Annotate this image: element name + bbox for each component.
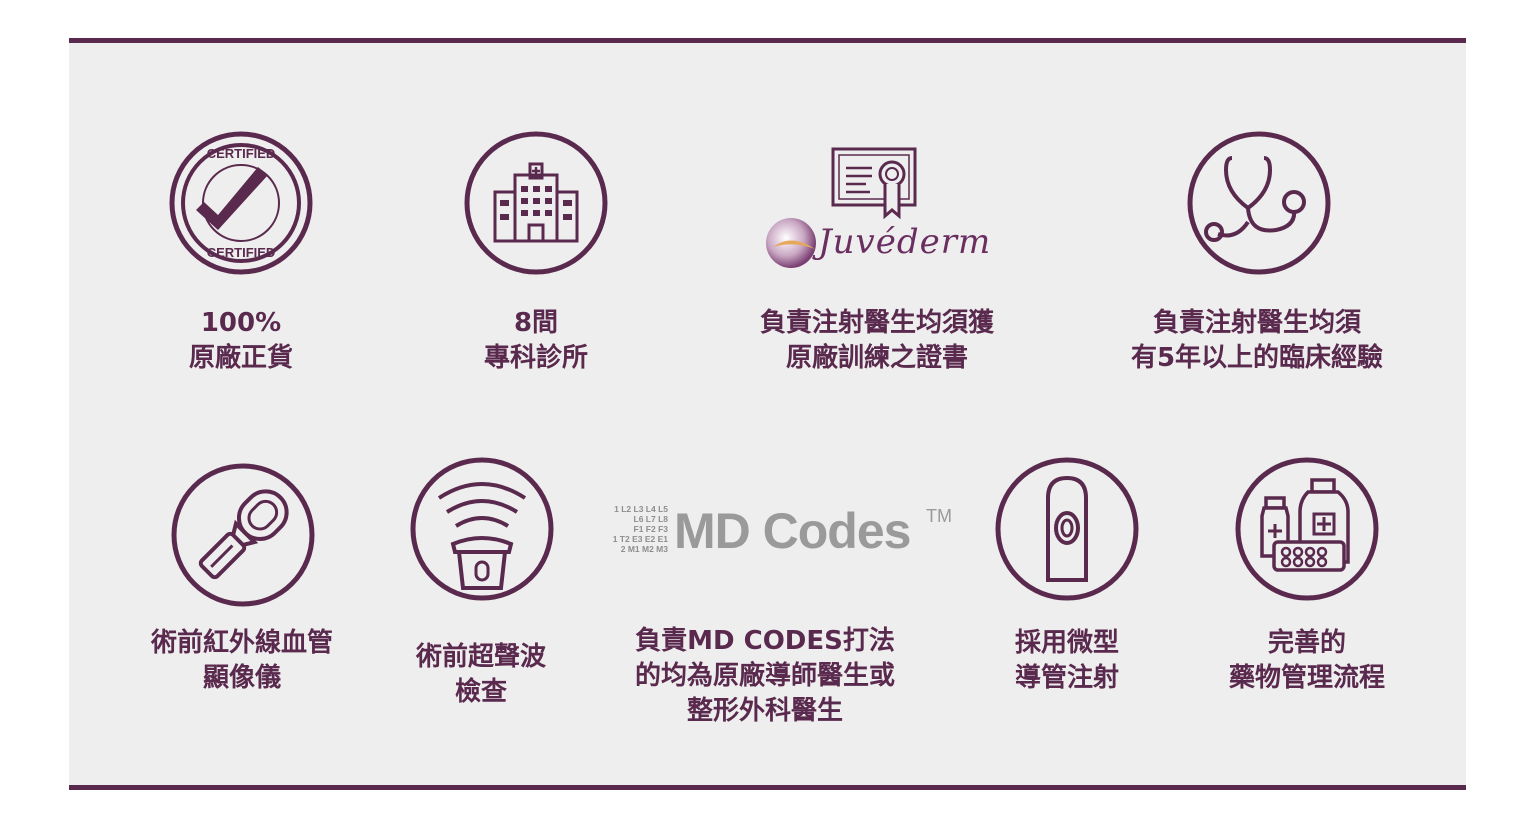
code-row: 2 M1 M2 M3 [620, 544, 668, 554]
code-row: 1 T2 E3 E2 E1 [612, 534, 668, 544]
certified-badge-icon: CERTIFIED CERTIFIED [169, 131, 313, 275]
caption-micro-cannula: 採用微型 導管注射 [967, 626, 1167, 696]
code-row: L6 L7 L8 [633, 514, 668, 524]
caption-line: 術前超聲波 [415, 642, 546, 672]
caption-line: 導管注射 [1014, 663, 1119, 693]
caption-md-codes: 負責MD CODES打法 的均為原廠導師醫生或 整形外科醫生 [610, 624, 920, 729]
code-row: 1 L2 L3 L4 L5 [614, 504, 668, 514]
certificate-ribbon-icon [831, 147, 917, 220]
caption-line: 負責注射醫生均須獲 [759, 308, 994, 338]
badge-bottom-text: CERTIFIED [207, 245, 276, 260]
badge-top-text: CERTIFIED [207, 146, 276, 161]
caption-line: 採用微型 [1014, 628, 1119, 658]
juvederm-logo-mark-icon [766, 218, 816, 268]
feature-panel [69, 38, 1466, 790]
caption-experience: 負責注射醫生均須 有5年以上的臨床經驗 [1107, 306, 1407, 376]
caption-line: 原廠訓練之證書 [785, 343, 968, 373]
caption-line: 100% [200, 308, 282, 338]
hospital-building-icon [464, 131, 608, 275]
caption-medicine-management: 完善的 藥物管理流程 [1207, 626, 1407, 696]
md-code-grid: 1 L2 L3 L4 L5 L6 L7 L8 F1 F2 F3 1 T2 E3 … [606, 504, 668, 554]
juvederm-logo: Juvéderm [818, 222, 992, 262]
caption-line: 的均為原廠導師醫生或 [634, 661, 895, 691]
ultrasound-probe-icon [410, 457, 554, 601]
code-row: F1 F2 F3 [633, 524, 668, 534]
medicine-bottles-icon [1235, 457, 1379, 601]
caption-line: 原廠正貨 [188, 343, 293, 373]
md-codes-trademark: TM [926, 506, 952, 526]
caption-authentic: 100% 原廠正貨 [141, 306, 341, 376]
caption-line: 負責注射醫生均須 [1152, 308, 1361, 338]
caption-line: 負責MD CODES打法 [635, 626, 895, 656]
caption-injector-certificate: 負責注射醫生均須獲 原廠訓練之證書 [727, 306, 1027, 376]
caption-line: 8間 [513, 308, 559, 338]
caption-line: 整形外科醫生 [686, 696, 843, 726]
caption-line: 術前紅外線血管 [150, 628, 333, 658]
md-codes-wordmark: MD Codes [674, 503, 911, 559]
caption-vein-viewer: 術前紅外線血管 顯像儀 [142, 626, 342, 696]
stethoscope-icon [1187, 131, 1331, 275]
caption-ultrasound: 術前超聲波 檢查 [381, 640, 581, 710]
caption-line: 藥物管理流程 [1228, 663, 1385, 693]
caption-clinics: 8間 專科診所 [436, 306, 636, 376]
caption-line: 有5年以上的臨床經驗 [1130, 343, 1384, 373]
caption-line: 專科診所 [483, 343, 588, 373]
vein-viewer-icon [171, 463, 315, 607]
caption-line: 完善的 [1267, 628, 1346, 658]
micro-cannula-icon [995, 457, 1139, 601]
md-codes-logo-icon: 1 L2 L3 L4 L5 L6 L7 L8 F1 F2 F3 1 T2 E3 … [606, 502, 956, 562]
caption-line: 顯像儀 [202, 663, 281, 693]
caption-line: 檢查 [454, 677, 507, 707]
